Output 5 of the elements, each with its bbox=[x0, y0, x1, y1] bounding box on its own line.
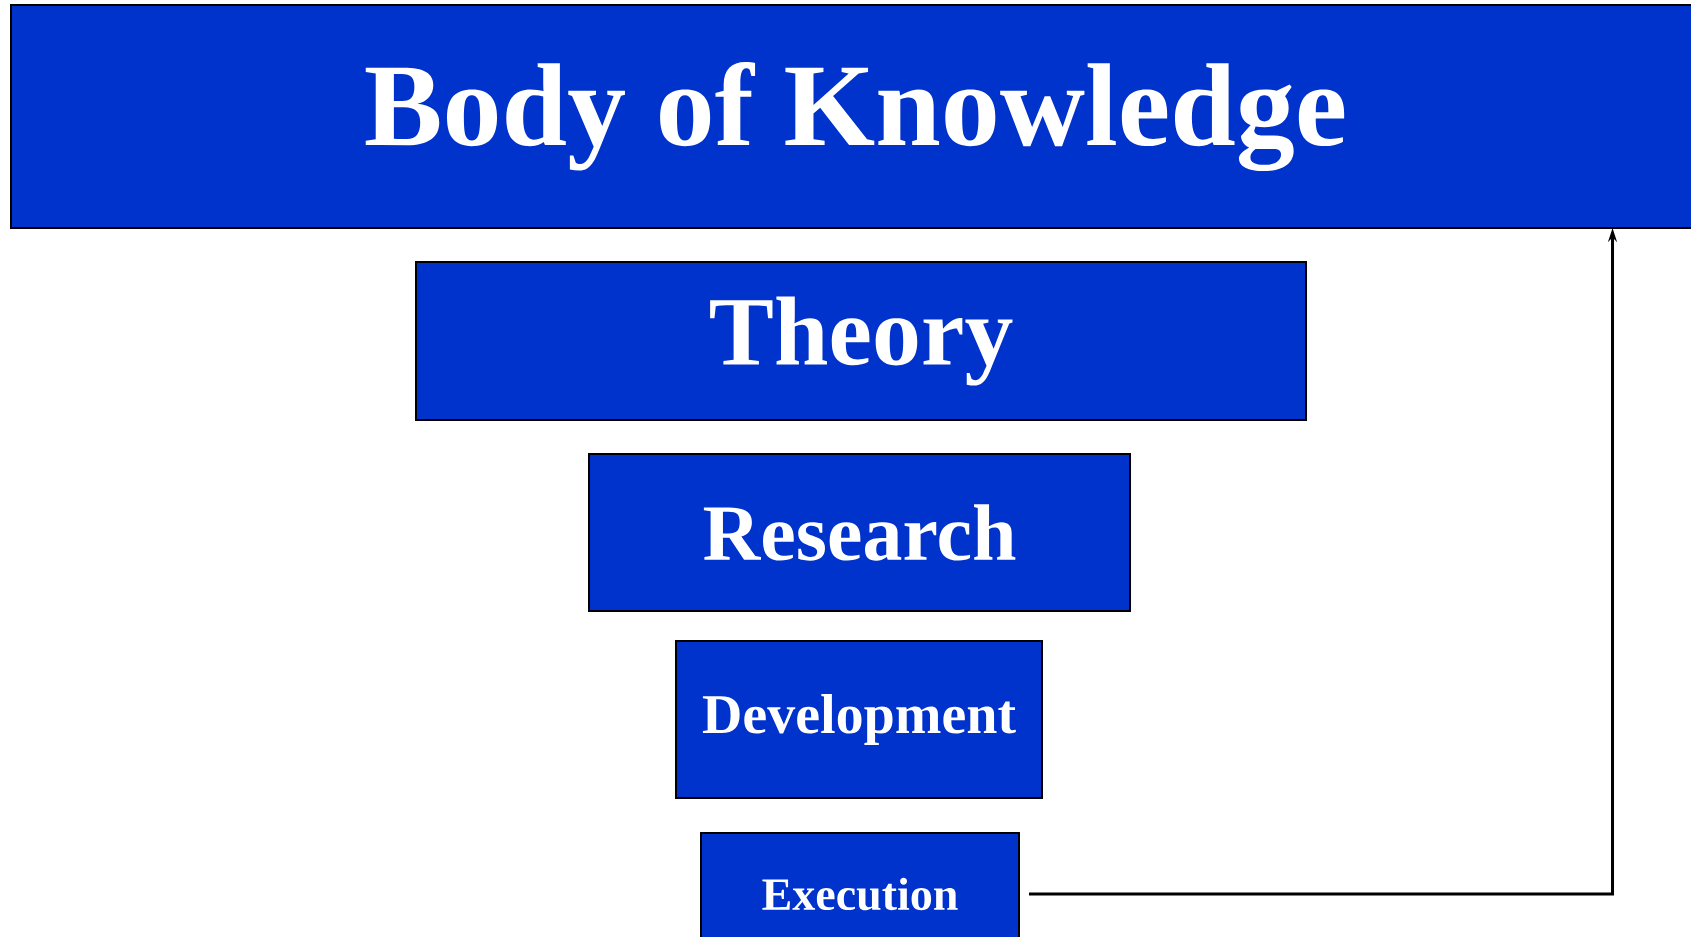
process-box: Research bbox=[588, 453, 1131, 612]
process-box: Execution bbox=[700, 832, 1020, 937]
process-box: Body of Knowledge bbox=[10, 4, 1691, 229]
process-box: Theory bbox=[415, 261, 1307, 421]
process-box: Development bbox=[675, 640, 1043, 799]
